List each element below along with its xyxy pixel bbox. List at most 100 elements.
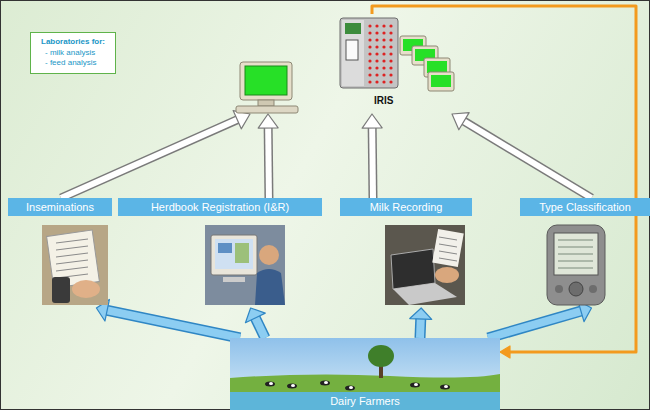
connector-arrow	[258, 114, 278, 198]
paper-line	[56, 239, 88, 243]
connector-line	[463, 121, 591, 198]
server-light	[389, 24, 392, 27]
cow-patch	[444, 385, 448, 388]
monitor	[211, 235, 257, 275]
server-light	[382, 31, 385, 34]
connector-fill	[369, 127, 376, 198]
server-light	[382, 59, 385, 62]
paper-line	[56, 267, 88, 271]
screen-line	[558, 247, 593, 248]
arrowhead	[452, 113, 469, 130]
handheld-device	[52, 277, 70, 303]
connector-line	[106, 310, 240, 338]
server-light	[382, 45, 385, 48]
pda-button	[589, 285, 597, 293]
server-light	[382, 80, 385, 83]
server-light	[389, 38, 392, 41]
server-tower	[340, 18, 398, 88]
cow-patch	[414, 383, 418, 386]
photo-ground	[205, 225, 285, 305]
cow-patch	[291, 384, 295, 387]
screen-line	[558, 240, 593, 241]
connector-line	[488, 311, 582, 338]
pda-button	[555, 285, 563, 293]
arrowhead	[410, 308, 432, 319]
connector-arrow	[362, 114, 382, 198]
server-light	[389, 52, 392, 55]
connector-fill	[265, 127, 272, 198]
server-light	[368, 73, 371, 76]
paper-line	[56, 253, 88, 257]
server-light	[382, 73, 385, 76]
process-band: Milk Recording	[340, 198, 472, 308]
client-screen	[431, 75, 451, 87]
lab-text: - feed analysis	[41, 58, 105, 68]
connector-line	[415, 318, 427, 338]
connector-line	[264, 127, 274, 198]
server-light	[368, 66, 371, 69]
server-light	[389, 31, 392, 34]
cow-patch	[269, 382, 273, 385]
band-label: Herdbook Registration (I&R)	[118, 198, 322, 216]
arrowhead	[362, 114, 382, 128]
system-label: IRIS	[374, 95, 393, 106]
server-light	[389, 73, 392, 76]
client-monitor	[428, 72, 454, 91]
server-logo	[345, 23, 361, 34]
server-light	[368, 45, 371, 48]
paper-line	[439, 244, 457, 247]
insem-photo	[42, 225, 108, 305]
process-band: Inseminations	[8, 198, 112, 308]
laptop-base	[393, 283, 457, 305]
pda-body	[547, 225, 605, 305]
photo-ground	[385, 225, 465, 305]
milk-photo	[385, 225, 465, 305]
server-light	[382, 38, 385, 41]
connector-fill	[106, 310, 240, 338]
server-light	[389, 80, 392, 83]
monitor-frame	[240, 62, 292, 100]
server-light	[375, 38, 378, 41]
server-system: IRIS	[228, 14, 458, 114]
server-light	[375, 31, 378, 34]
server-light	[389, 66, 392, 69]
server-slot	[346, 40, 358, 60]
pda-screen	[554, 233, 598, 275]
band-label: Inseminations	[8, 198, 112, 216]
person-body	[255, 269, 285, 305]
pda-photo	[547, 225, 605, 305]
screen-block	[218, 243, 232, 253]
cow-patch	[349, 386, 353, 389]
iris-illustration	[228, 14, 458, 114]
computer-icons	[236, 18, 454, 113]
paper-line	[439, 258, 457, 261]
lab-box: Laboratories for:- milk analysis- feed a…	[30, 32, 116, 74]
connector-fill	[488, 311, 582, 338]
cow	[287, 384, 297, 389]
monitor-stand	[223, 277, 245, 282]
server-light	[368, 52, 371, 55]
server-light	[375, 80, 378, 83]
server-light	[375, 73, 378, 76]
tree-crown	[368, 345, 394, 367]
pda-button	[569, 282, 583, 296]
process-band: Type Classification	[520, 198, 650, 308]
server-light	[375, 45, 378, 48]
monitor-stand	[258, 100, 274, 106]
server-light	[368, 31, 371, 34]
connector-line	[255, 317, 265, 338]
paper	[432, 229, 464, 267]
arrowhead	[258, 114, 278, 128]
server-light	[368, 59, 371, 62]
paper-line	[439, 251, 457, 254]
lab-text: - milk analysis	[41, 48, 105, 58]
server-light	[368, 24, 371, 27]
band-label: Milk Recording	[340, 198, 472, 216]
laptop-screen	[391, 249, 435, 289]
band-label: Type Classification	[520, 198, 650, 216]
server-light	[382, 66, 385, 69]
keyboard	[236, 106, 298, 113]
paper-line	[56, 246, 88, 250]
photo-ground	[42, 225, 108, 305]
